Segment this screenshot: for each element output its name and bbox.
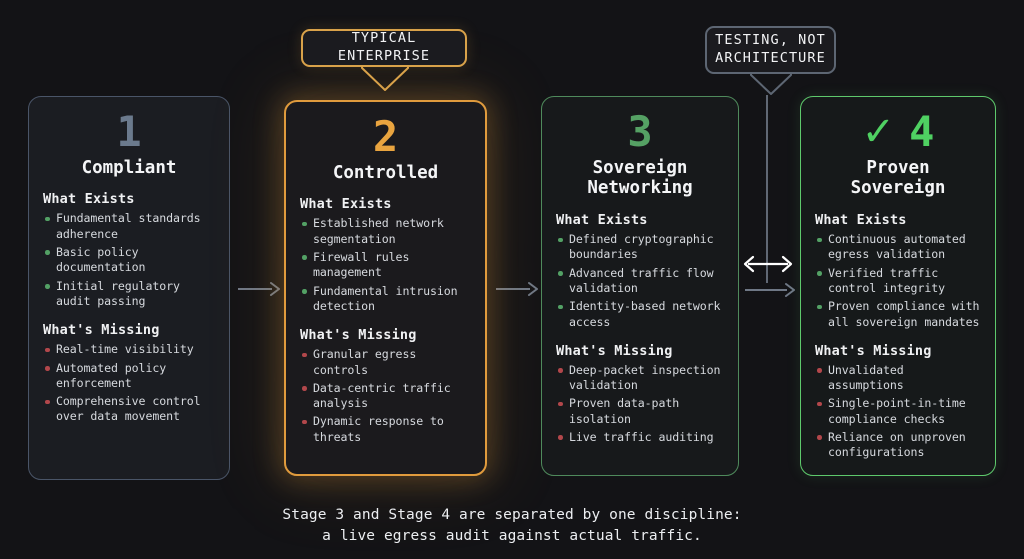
- callout-testing-not-architecture-tail: [750, 74, 792, 95]
- callout-typical-enterprise-label: TYPICAL ENTERPRISE: [337, 30, 431, 64]
- stage-title-4: Proven Sovereign: [850, 157, 946, 199]
- list-item: Single-point-in-time compliance checks: [815, 396, 981, 427]
- list-item: Proven data-path isolation: [556, 396, 724, 427]
- stage-card-1[interactable]: 1 Compliant What Exists Fundamental stan…: [28, 96, 230, 480]
- stage-card-2[interactable]: 2 Controlled What Exists Established net…: [284, 100, 487, 476]
- list-item: Automated policy enforcement: [43, 361, 215, 392]
- stage-3-exists-heading: What Exists: [556, 212, 648, 229]
- stage-card-4[interactable]: ✓ 4 Proven Sovereign What Exists Continu…: [800, 96, 996, 476]
- callout-typical-enterprise: TYPICAL ENTERPRISE: [301, 29, 467, 67]
- stage-4-exists-list: Continuous automated egress validation V…: [815, 232, 981, 330]
- stage-1-exists-heading: What Exists: [43, 191, 135, 208]
- list-item: Live traffic auditing: [556, 430, 724, 445]
- stage-1-missing-list: Real-time visibility Automated policy en…: [43, 342, 215, 424]
- connector-testing-dropline: [766, 95, 768, 283]
- connector-arrow-stage1-stage2: [238, 282, 280, 296]
- stage-1-exists-list: Fundamental standards adherence Basic po…: [43, 211, 215, 309]
- list-item: Dynamic response to threats: [300, 414, 471, 445]
- stage-4-number-row: ✓ 4: [815, 107, 981, 156]
- stage-number-3: 3: [627, 107, 653, 156]
- footer-caption: Stage 3 and Stage 4 are separated by one…: [282, 507, 742, 545]
- stage-2-missing-list: Granular egress controls Data-centric tr…: [300, 347, 471, 445]
- list-item: Real-time visibility: [43, 342, 215, 357]
- stage-2-exists-list: Established network segmentation Firewal…: [300, 216, 471, 314]
- list-item: Fundamental intrusion detection: [300, 284, 471, 315]
- stage-card-3[interactable]: 3 Sovereign Networking What Exists Defin…: [541, 96, 739, 476]
- list-item: Defined cryptographic boundaries: [556, 232, 724, 263]
- stage-1-missing-heading: What's Missing: [43, 322, 160, 339]
- stage-2-missing-heading: What's Missing: [300, 327, 417, 344]
- stage-3-exists-list: Defined cryptographic boundaries Advance…: [556, 232, 724, 330]
- stage-number-1: 1: [116, 107, 142, 156]
- stage-title-1: Compliant: [81, 157, 177, 178]
- stage-title-3: Sovereign Networking: [587, 157, 693, 199]
- callout-typical-enterprise-tail: [361, 67, 409, 91]
- list-item: Comprehensive control over data movement: [43, 394, 215, 425]
- list-item: Firewall rules management: [300, 250, 471, 281]
- connector-arrow-stage3-stage4-lower: [745, 283, 795, 297]
- list-item: Basic policy documentation: [43, 245, 215, 276]
- list-item: Continuous automated egress validation: [815, 232, 981, 263]
- stage-4-missing-list: Unvalidated assumptions Single-point-in-…: [815, 363, 981, 461]
- list-item: Deep-packet inspection validation: [556, 363, 724, 394]
- stage-number-2: 2: [372, 112, 399, 161]
- callout-testing-not-architecture-label: TESTING, NOT ARCHITECTURE: [715, 32, 826, 66]
- list-item: Unvalidated assumptions: [815, 363, 981, 394]
- stage-3-missing-list: Deep-packet inspection validation Proven…: [556, 363, 724, 445]
- list-item: Fundamental standards adherence: [43, 211, 215, 242]
- stage-4-missing-heading: What's Missing: [815, 342, 932, 359]
- list-item: Initial regulatory audit passing: [43, 279, 215, 310]
- list-item: Proven compliance with all sovereign man…: [815, 299, 981, 330]
- stage-2-exists-heading: What Exists: [300, 196, 392, 213]
- check-icon: ✓: [861, 109, 896, 156]
- list-item: Granular egress controls: [300, 347, 471, 378]
- stage-4-exists-heading: What Exists: [815, 212, 907, 229]
- list-item: Reliance on unproven configurations: [815, 430, 981, 461]
- list-item: Identity-based network access: [556, 299, 724, 330]
- list-item: Advanced traffic flow validation: [556, 266, 724, 297]
- list-item: Established network segmentation: [300, 216, 471, 247]
- connector-double-arrow-stage3-stage4: [743, 255, 793, 273]
- list-item: Verified traffic control integrity: [815, 266, 981, 297]
- callout-testing-not-architecture: TESTING, NOT ARCHITECTURE: [705, 26, 836, 74]
- connector-arrow-stage2-stage3: [496, 282, 538, 296]
- stage-number-4: 4: [909, 107, 935, 156]
- stage-3-missing-heading: What's Missing: [556, 342, 673, 359]
- stage-title-2: Controlled: [332, 162, 439, 183]
- list-item: Data-centric traffic analysis: [300, 381, 471, 412]
